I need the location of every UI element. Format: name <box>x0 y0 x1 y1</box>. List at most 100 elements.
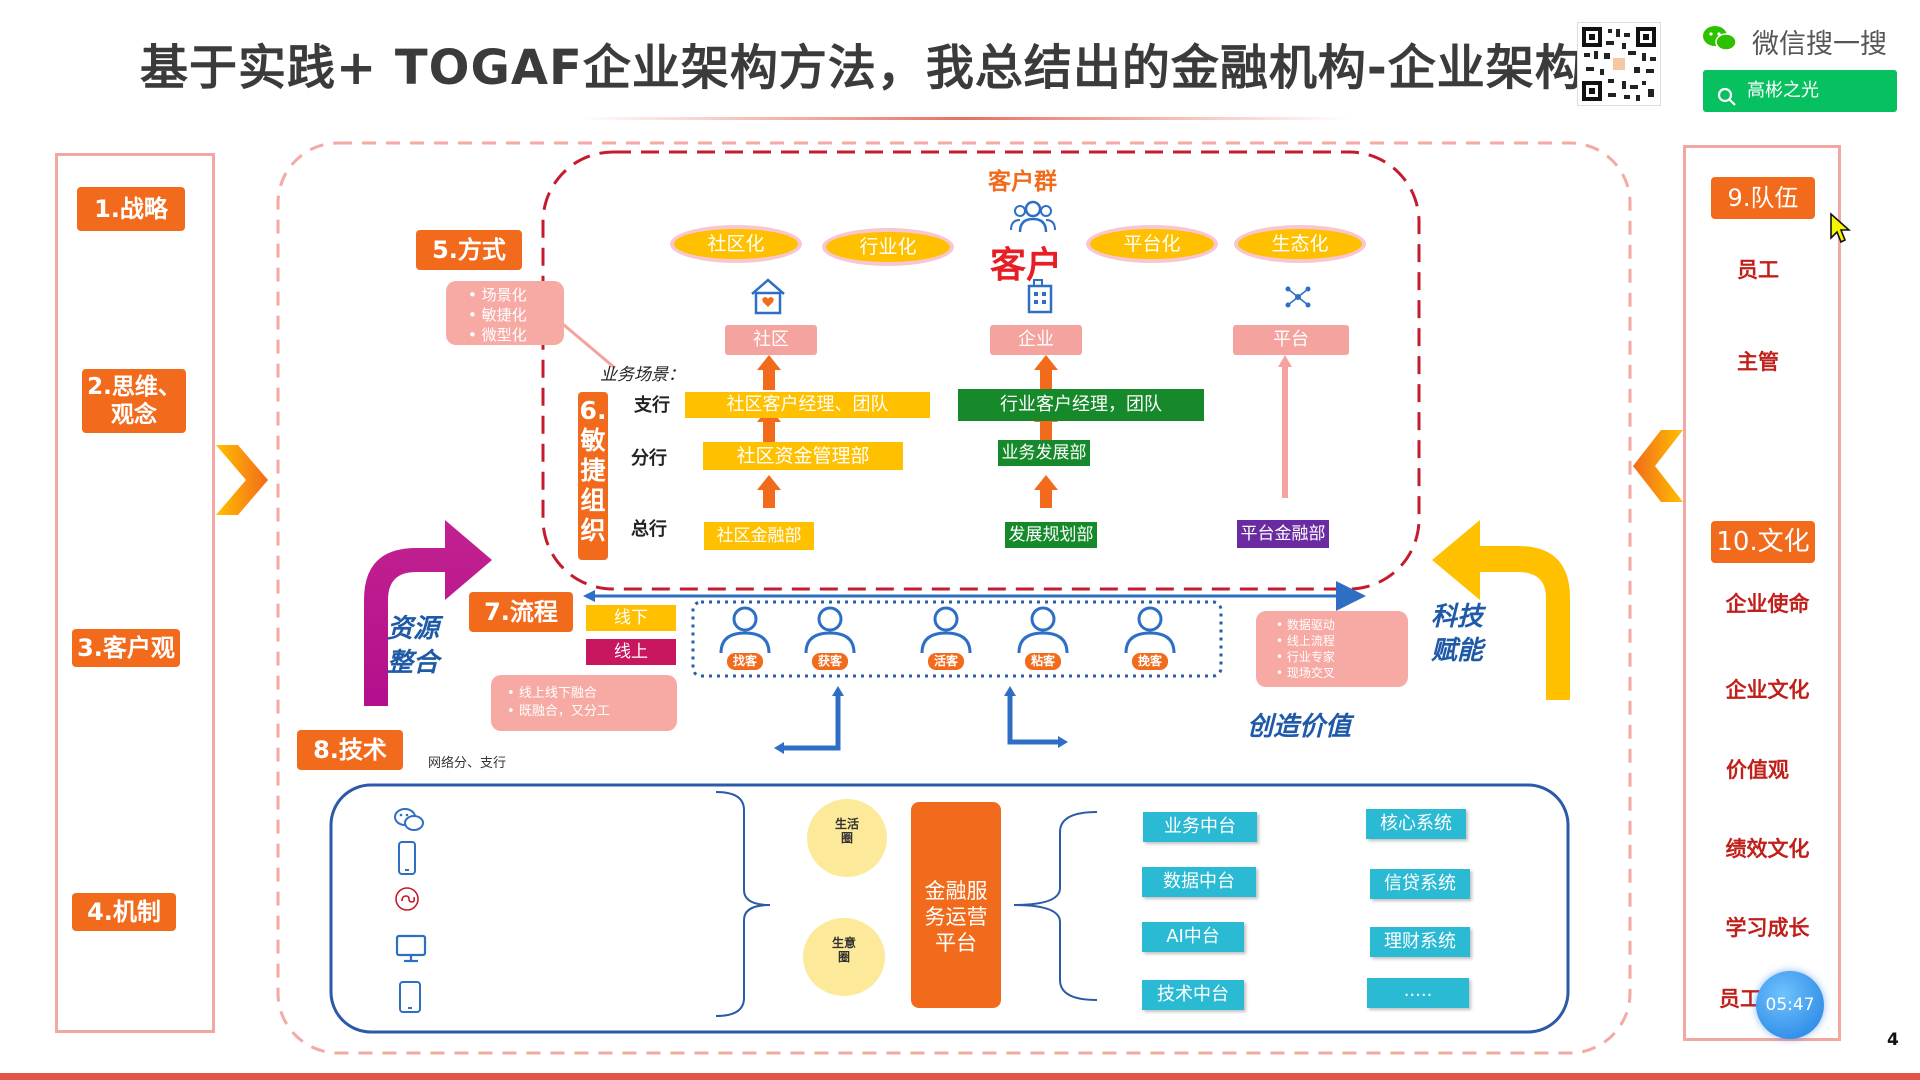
offline-tag: 线下 <box>586 605 676 631</box>
oval-ecosystem: 生态化 <box>1238 229 1362 259</box>
method-bullet: • 场景化 <box>468 286 527 304</box>
method-box: 5.方式 <box>416 230 522 270</box>
business-dev-tag: 业务发展部 <box>998 440 1090 466</box>
wechat-logo-icon <box>1702 24 1738 54</box>
customer-title: 客户 <box>990 245 1063 286</box>
chevron-right-icon <box>216 445 268 519</box>
segment-platform: 平台 <box>1233 325 1349 355</box>
title-underline <box>580 117 1350 120</box>
page-number: 4 <box>1887 1030 1899 1050</box>
person-icon <box>1124 606 1176 654</box>
stage-retain-customer: 粘客 <box>1013 605 1073 675</box>
wechat-search-brand: 微信搜一搜 <box>1752 29 1887 60</box>
wechat-search-box[interactable]: 高彬之光 <box>1703 70 1897 112</box>
mindset-box: 2.思维、观念 <box>82 369 186 433</box>
person-icon <box>920 606 972 654</box>
stage-label: 活客 <box>928 653 964 670</box>
person-icon <box>719 606 771 654</box>
mobile-phone-icon <box>396 840 418 880</box>
stage-label: 获客 <box>812 653 848 670</box>
value-bullets: • 数据驱动 • 线上流程 • 行业专家 • 现场交叉 <box>1256 611 1408 687</box>
customer-group-title: 客户群 <box>988 169 1057 195</box>
dev-planning-tag: 发展规划部 <box>1005 522 1097 548</box>
process-bullet: • 线上线下融合 <box>507 686 597 701</box>
stage-activate-customer: 活客 <box>916 605 976 675</box>
level-head-office: 总行 <box>631 519 667 540</box>
platform-finance-tag: 平台金融部 <box>1237 520 1329 548</box>
culture-item-mission: 企业使命 <box>1725 592 1810 616</box>
strategy-box: 1.战略 <box>77 187 185 231</box>
page-title: 基于实践+ TOGAF企业架构方法，我总结出的金融机构-企业架构 <box>140 40 1584 96</box>
segment-enterprise: 企业 <box>990 325 1082 355</box>
mouse-cursor-icon <box>1829 212 1852 248</box>
tech-box: 8.技术 <box>297 730 403 770</box>
stage-winback-customer: 挽客 <box>1120 605 1180 675</box>
enterprise-building-icon <box>1025 278 1055 318</box>
oval-platform: 平台化 <box>1090 229 1214 259</box>
method-bullets: • 场景化 • 敏捷化 • 微型化 <box>446 281 564 345</box>
culture-item-culture: 企业文化 <box>1725 678 1810 702</box>
oval-community: 社区化 <box>674 229 798 259</box>
process-box: 7.流程 <box>469 592 573 632</box>
stage-label: 挽客 <box>1132 653 1168 670</box>
stage-label: 粘客 <box>1025 653 1061 670</box>
level-sub-branch: 支行 <box>634 395 670 416</box>
search-text: 高彬之光 <box>1747 80 1819 101</box>
culture-item-values: 价值观 <box>1726 758 1789 782</box>
community-fund-tag: 社区资金管理部 <box>703 442 903 470</box>
industry-manager-tag: 行业客户经理，团队 <box>958 389 1204 421</box>
network-note: 网络分、支行 <box>428 756 507 771</box>
stage-find-customer: 找客 <box>715 605 775 675</box>
culture-item-performance: 绩效文化 <box>1725 837 1810 861</box>
method-bullet: • 敏捷化 <box>468 306 527 324</box>
qr-code-icon <box>1577 22 1661 106</box>
right-panel <box>1683 145 1841 1041</box>
search-icon <box>1717 81 1737 123</box>
tech-empower-label: 科技赋能 <box>1431 602 1484 666</box>
stage-label: 找客 <box>727 653 763 670</box>
mechanism-box: 4.机制 <box>72 893 176 931</box>
mini-program-icon <box>394 886 420 916</box>
ai-middle-platform: AI中台 <box>1142 922 1244 952</box>
person-icon <box>1017 606 1069 654</box>
tech-middle-platform: 技术中台 <box>1142 980 1244 1010</box>
desktop-monitor-icon <box>395 933 427 969</box>
business-middle-platform: 业务中台 <box>1143 812 1257 842</box>
timer-badge[interactable]: 05:47 <box>1756 971 1824 1039</box>
person-icon <box>804 606 856 654</box>
method-bullet: • 微型化 <box>468 326 527 344</box>
oval-industry: 行业化 <box>826 232 950 262</box>
core-system: 核心系统 <box>1366 809 1466 839</box>
community-manager-tag: 社区客户经理、团队 <box>685 392 930 418</box>
value-bullet: • 现场交叉 <box>1276 666 1335 680</box>
customer-group-icon <box>1010 200 1056 238</box>
community-finance-tag: 社区金融部 <box>704 522 814 550</box>
credit-system: 信贷系统 <box>1370 869 1470 899</box>
scene-label: 业务场景： <box>600 365 685 385</box>
business-circle: 生意圈 <box>803 918 885 996</box>
bottom-bar <box>0 1073 1920 1080</box>
team-item-manager: 主管 <box>1737 350 1779 374</box>
more-systems: ..... <box>1367 978 1469 1008</box>
chevron-left-icon <box>1633 430 1683 506</box>
culture-box: 10.文化 <box>1711 521 1815 563</box>
level-branch: 分行 <box>631 448 667 469</box>
platform-network-icon <box>1283 284 1313 314</box>
stage-acquire-customer: 获客 <box>800 605 860 675</box>
online-tag: 线上 <box>586 639 676 665</box>
value-bullet: • 线上流程 <box>1276 634 1335 648</box>
left-panel <box>55 153 215 1033</box>
culture-item-employee: 员工 <box>1719 987 1761 1011</box>
value-bullet: • 数据驱动 <box>1276 618 1335 632</box>
life-circle: 生活圈 <box>807 799 887 877</box>
resource-integration-label: 资源整合 <box>387 614 440 678</box>
wealth-system: 理财系统 <box>1370 927 1470 957</box>
wechat-icon <box>393 806 425 838</box>
tablet-icon <box>397 980 423 1018</box>
segment-community: 社区 <box>725 325 817 355</box>
community-home-icon <box>748 276 788 320</box>
team-item-employee: 员工 <box>1737 258 1779 282</box>
process-bullets: • 线上线下融合 • 既融合，又分工 <box>491 675 677 731</box>
process-bullet: • 既融合，又分工 <box>507 704 610 719</box>
team-box: 9.队伍 <box>1711 177 1815 219</box>
